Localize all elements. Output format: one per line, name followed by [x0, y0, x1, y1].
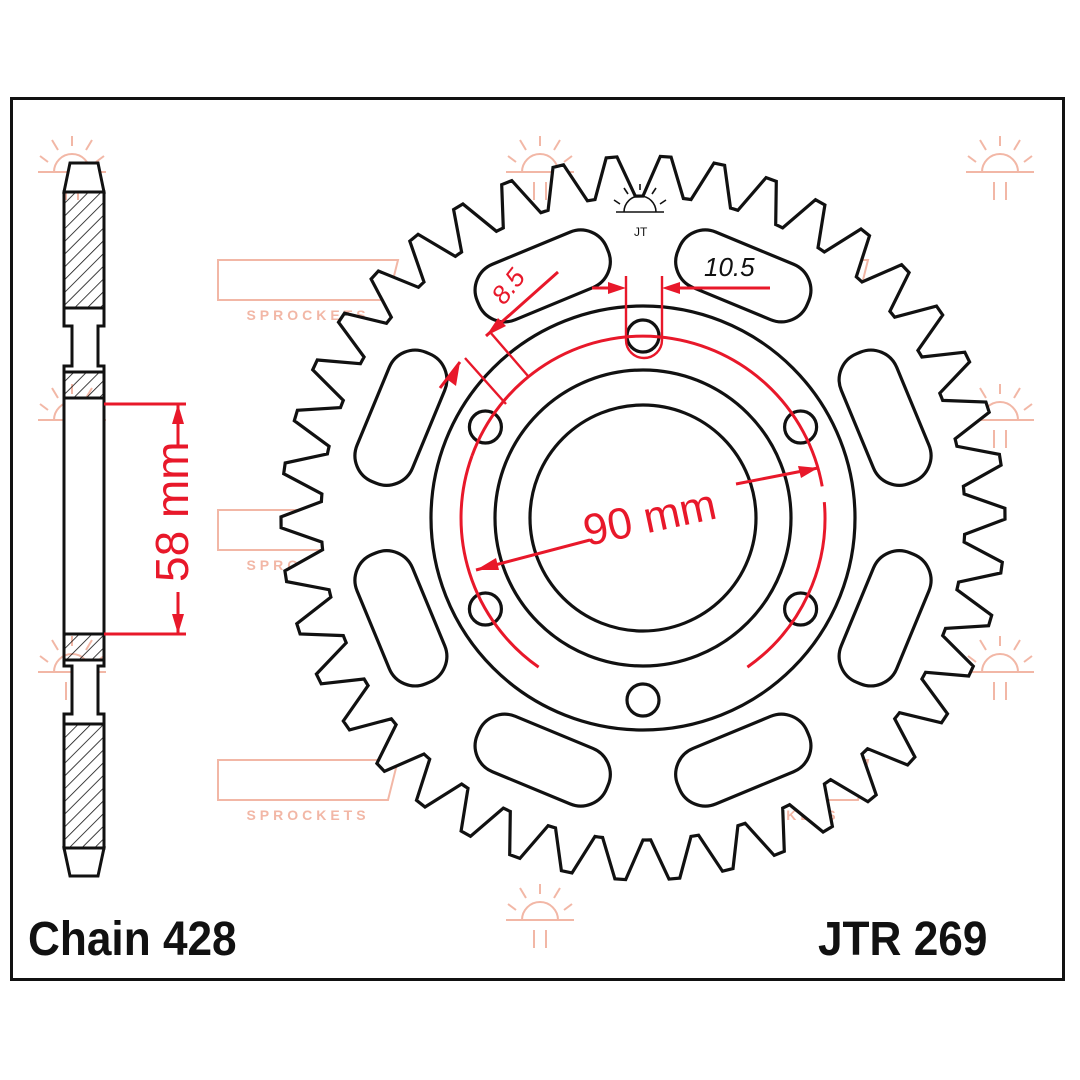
sunrise-logo-icon	[506, 884, 574, 948]
sunrise-logo-icon	[966, 136, 1034, 200]
part-number-label: JTR 269	[818, 913, 988, 966]
sunrise-logo-icon	[506, 136, 574, 200]
bolt-ring-inner	[493, 368, 793, 668]
center-bore-dimension: 58 mm	[104, 402, 198, 636]
window-slot	[353, 549, 449, 688]
bolt-circle-arc	[470, 334, 824, 487]
sunrise-logo-icon: JT	[613, 184, 667, 239]
bolt-ring-outer	[429, 304, 857, 732]
center-bore-label: 58 mm	[146, 441, 198, 582]
profile-hub-lower	[62, 632, 106, 662]
profile-bore	[62, 396, 106, 636]
profile-lower-section	[62, 722, 106, 850]
profile-tooth-bottom	[62, 846, 106, 878]
window-slot	[837, 549, 933, 688]
profile-hub-upper	[62, 370, 106, 400]
bolt-hole	[625, 682, 661, 718]
window-slot	[473, 228, 612, 324]
window-slot	[837, 348, 933, 487]
center-bore	[528, 403, 758, 633]
slot-width-label: 10.5	[704, 252, 755, 282]
window-slot	[674, 712, 813, 808]
window-slot	[473, 712, 612, 808]
profile-upper-step	[62, 306, 106, 374]
lightening-windows	[353, 228, 933, 808]
svg-text:JT: JT	[634, 225, 648, 239]
watermark-brand: SPROCKETS	[217, 259, 400, 323]
profile-upper-section	[62, 190, 106, 310]
chain-size-label: Chain 428	[28, 913, 237, 966]
window-slot	[674, 228, 813, 324]
sunrise-logo-icon	[966, 636, 1034, 700]
svg-text:SPROCKETS: SPROCKETS	[246, 807, 369, 823]
profile-tooth-top	[62, 161, 106, 194]
bolt-circle-arc	[459, 455, 827, 669]
watermark-brand: SPROCKETS	[217, 759, 400, 823]
profile-lower-step	[62, 658, 106, 726]
window-slot	[353, 348, 449, 487]
sprocket-face-view: JT	[279, 154, 1007, 882]
side-profile-view	[62, 161, 106, 878]
svg-text:SPROCKETS: SPROCKETS	[246, 307, 369, 323]
sprocket-teeth-outline	[279, 154, 1007, 882]
